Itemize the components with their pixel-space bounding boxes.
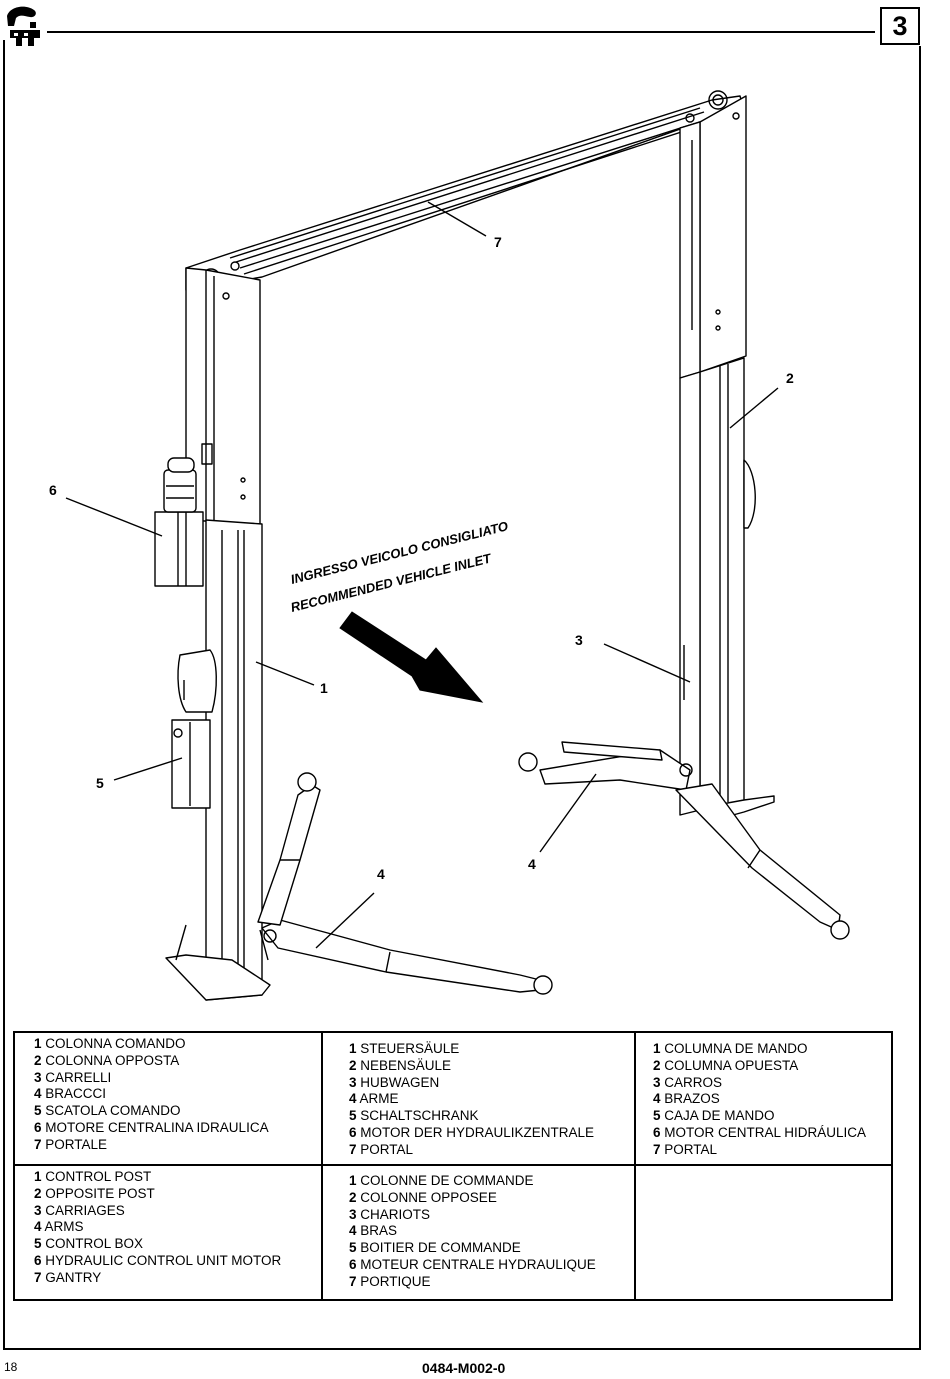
page-border-left [3,40,5,1350]
legend-french: 1 COLONNE DE COMMANDE 2 COLONNE OPPOSEE … [349,1173,596,1291]
callout-7: 7 [494,234,502,250]
leader-1 [255,661,315,686]
legend-item: 4 ARMS [34,1219,84,1235]
legend-item: 3 HUBWAGEN [349,1074,440,1090]
lift-illustration: 1 2 3 4 4 5 6 7 INGRESSO VEICOLO CONSIGL… [49,90,850,1001]
safety-guard-left [177,649,217,713]
brand-logo [7,6,40,46]
section-number-box: 3 [880,7,920,45]
right-column-upper [679,95,747,379]
page-number: 18 [4,1360,18,1374]
callout-3: 3 [575,632,583,648]
right-column-lower [679,357,775,819]
callout-4-left: 4 [377,866,385,882]
left-column-lower [165,519,271,1001]
right-arm-front [518,741,693,791]
leader-6 [65,497,163,537]
left-arm-front [261,919,553,995]
legend-item: 3 CARROS [653,1074,723,1090]
leader-4b [539,773,597,853]
control-box [171,719,211,809]
legend-divider-1 [321,1033,323,1299]
legend-item: 7 PORTAL [349,1141,414,1157]
legend-item: 7 GANTRY [34,1269,102,1285]
legend-item: 3 CARRIAGES [34,1202,125,1218]
legend-item: 1 STEUERSÄULE [349,1041,460,1056]
legend-item: 6 MOTORE CENTRALINA IDRAULICA [34,1119,269,1135]
left-column-upper [185,267,261,525]
legend-italian: 1 COLONNA COMANDO 2 COLONNA OPPOSTA 3 CA… [34,1036,269,1154]
legend-item: 1 COLUMNA DE MANDO [653,1041,808,1056]
legend-item: 5 CONTROL BOX [34,1236,144,1252]
legend-item: 5 BOITIER DE COMMANDE [349,1240,521,1256]
legend-divider-2 [634,1033,636,1299]
legend-item: 5 SCATOLA COMANDO [34,1103,181,1119]
legend-item: 7 PORTIQUE [349,1273,431,1289]
legend-german: 1 STEUERSÄULE 2 NEBENSÄULE 3 HUBWAGEN 4 … [349,1041,594,1159]
legend-item: 4 BRACCCI [34,1086,107,1102]
callout-2: 2 [786,370,794,386]
legend-item: 2 COLONNA OPPOSTA [34,1052,180,1068]
leader-5 [113,757,183,781]
legend-item: 6 MOTEUR CENTRALE HYDRAULIQUE [349,1256,596,1272]
legend-row-divider [15,1164,891,1166]
legend-item: 6 MOTOR CENTRAL HIDRÁULICA [653,1124,867,1140]
page-border-bottom [3,1348,921,1350]
leader-3 [603,643,691,683]
legend-item: 3 CARRELLI [34,1069,112,1085]
legend-item: 5 CAJA DE MANDO [653,1108,775,1124]
leader-4a [315,892,375,949]
callout-4-right: 4 [528,856,536,872]
legend-spanish: 1 COLUMNA DE MANDO 2 COLUMNA OPUESTA 3 C… [653,1041,866,1159]
legend-item: 3 CHARIOTS [349,1206,431,1222]
vehicle-inlet-arrow [339,611,484,703]
legend-item: 1 COLONNA COMANDO [34,1036,186,1051]
legend-item: 1 COLONNE DE COMMANDE [349,1173,534,1188]
legend-english: 1 CONTROL POST 2 OPPOSITE POST 3 CARRIAG… [34,1169,281,1287]
document-code: 0484-M002-0 [422,1360,506,1376]
legend-item: 7 PORTALE [34,1136,108,1152]
legend-item: 1 CONTROL POST [34,1169,152,1184]
legend-item: 5 SCHALTSCHRANK [349,1108,479,1124]
legend-item: 7 PORTAL [653,1141,718,1157]
hydraulic-motor [154,457,204,587]
right-arm-rear [675,783,850,940]
leader-2 [729,387,779,429]
leader-7 [427,201,487,237]
legend-item: 2 COLONNE OPPOSEE [349,1189,497,1205]
gantry-beam [185,90,745,291]
header-rule [47,31,875,33]
legend-item: 2 NEBENSÄULE [349,1057,452,1073]
legend-item: 4 ARME [349,1091,399,1107]
legend-item: 4 BRAZOS [653,1091,720,1107]
legend-item: 4 BRAS [349,1223,398,1239]
legend-item: 2 COLUMNA OPUESTA [653,1057,799,1073]
legend-table: 1 COLONNA COMANDO 2 COLONNA OPPOSTA 3 CA… [13,1031,893,1301]
callout-1: 1 [320,680,328,696]
page-border-right [919,46,921,1350]
legend-item: 2 OPPOSITE POST [34,1185,155,1201]
callout-5: 5 [96,775,104,791]
legend-item: 6 MOTOR DER HYDRAULIKZENTRALE [349,1124,595,1140]
legend-item: 6 HYDRAULIC CONTROL UNIT MOTOR [34,1252,282,1268]
callout-6: 6 [49,482,57,498]
left-arm-rear [257,772,321,926]
